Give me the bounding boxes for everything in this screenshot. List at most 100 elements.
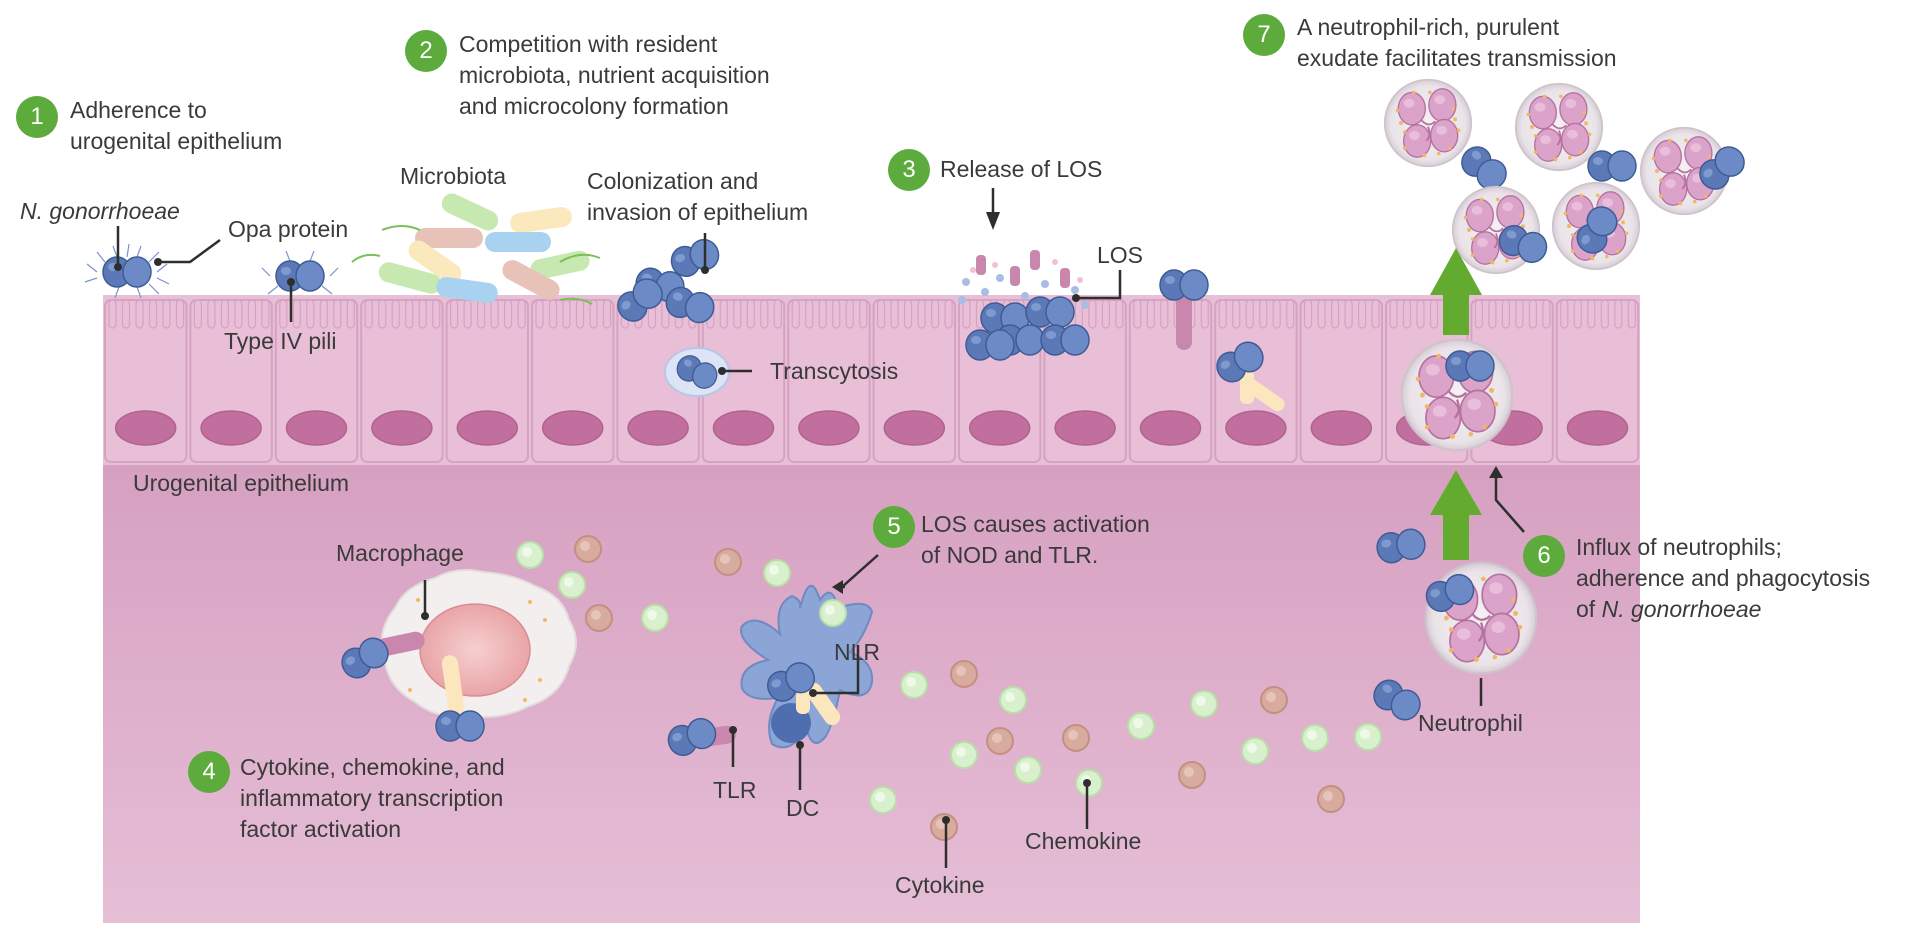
microvillus	[930, 299, 940, 329]
type-iv-pili-label: Type IV pili	[224, 328, 337, 354]
microvillus	[364, 299, 373, 329]
cell-nucleus	[114, 410, 177, 446]
microvillus	[346, 299, 355, 329]
microvillus	[450, 299, 459, 329]
microvillus	[1416, 299, 1425, 329]
microvillus	[220, 299, 229, 329]
step-5-badge: 5	[873, 506, 915, 548]
microvillus	[477, 299, 486, 329]
cell-nucleus	[1566, 410, 1629, 446]
microvillus	[1088, 299, 1097, 329]
microvillus	[818, 299, 827, 329]
microvillus	[1286, 299, 1295, 329]
microvillus	[1133, 299, 1142, 329]
microvillus	[1232, 299, 1241, 329]
transcytosis-label: Transcytosis	[770, 358, 899, 384]
microvillus	[1429, 299, 1439, 329]
neutrophil-label: Neutrophil	[1418, 710, 1523, 736]
step-7-badge: 7	[1243, 14, 1285, 56]
n-gonorrhoeae-label: N. gonorrhoeae	[20, 198, 180, 224]
microvillus	[575, 299, 585, 329]
microvillus	[1501, 299, 1511, 329]
microvillus	[805, 299, 814, 329]
los-label: LOS	[1097, 242, 1144, 268]
microvillus	[391, 299, 400, 329]
microvillus	[292, 299, 301, 329]
microvillus	[1357, 299, 1367, 329]
microvillus	[1115, 299, 1124, 329]
cell-nucleus	[883, 410, 946, 446]
microvillus	[135, 299, 144, 329]
microvillus	[944, 299, 953, 329]
microvillus	[746, 299, 755, 329]
microvillus	[876, 299, 886, 329]
microvillus	[1272, 299, 1281, 329]
cell-nucleus	[968, 410, 1031, 446]
microvillus	[845, 299, 854, 329]
microvillus	[1101, 299, 1111, 329]
microvillus	[859, 299, 868, 329]
microvillus	[832, 299, 841, 329]
microvillus	[535, 299, 544, 329]
microvillus	[1573, 299, 1582, 329]
microvillus	[193, 299, 202, 329]
chemokine-label: Chemokine	[1025, 828, 1142, 854]
cell-nucleus	[371, 410, 433, 446]
microvillus	[1600, 299, 1609, 329]
microvillus	[1245, 299, 1254, 329]
cell-nucleus	[1054, 410, 1116, 446]
step-3-text: Release of LOS	[940, 156, 1103, 182]
urogenital-epithelium-label: Urogenital epithelium	[133, 470, 350, 496]
microvillus	[175, 299, 185, 329]
microvillus	[1627, 299, 1636, 329]
microvillus	[903, 299, 913, 329]
microvillus	[247, 299, 256, 329]
microvillus	[1317, 299, 1326, 329]
microvillus	[589, 299, 598, 329]
microvillus	[548, 299, 558, 329]
microvillus	[207, 299, 216, 329]
dc-label: DC	[786, 795, 820, 821]
microvillus	[319, 299, 328, 329]
microvillus	[1614, 299, 1623, 329]
microvillus	[162, 299, 171, 329]
microvillus	[504, 299, 513, 329]
step-6-badge: 6	[1523, 535, 1565, 577]
microvillus	[1474, 299, 1484, 329]
step-1-badge: 1	[16, 96, 58, 138]
microvillus	[602, 299, 612, 329]
microvillus	[1218, 299, 1227, 329]
microvillus	[517, 299, 526, 329]
microvillus	[917, 299, 926, 329]
step-6-text: Influx of neutrophils;adherence and phag…	[1576, 534, 1871, 622]
microvillus	[1402, 299, 1412, 329]
microvillus	[791, 299, 800, 329]
microvillus	[1146, 299, 1155, 329]
microvillus	[432, 299, 441, 329]
microvillus	[1515, 299, 1524, 329]
tlr-label: TLR	[713, 777, 757, 803]
microvillus	[562, 299, 571, 329]
microvillus	[108, 299, 117, 329]
cell-nucleus	[456, 410, 519, 446]
microvillus	[1542, 299, 1551, 329]
microvillus	[1160, 299, 1169, 329]
nlr-label: NLR	[834, 639, 881, 665]
cell-nucleus	[285, 410, 348, 446]
microvillus	[1528, 299, 1538, 329]
microvillus	[148, 299, 158, 329]
cell-nucleus	[200, 410, 262, 446]
microvillus	[1488, 299, 1497, 329]
microvillus	[261, 299, 270, 329]
microvillus	[962, 299, 971, 329]
step-4-badge: 4	[188, 751, 230, 793]
microvillus	[463, 299, 472, 329]
microvillus	[418, 299, 427, 329]
microvillus	[121, 299, 131, 329]
